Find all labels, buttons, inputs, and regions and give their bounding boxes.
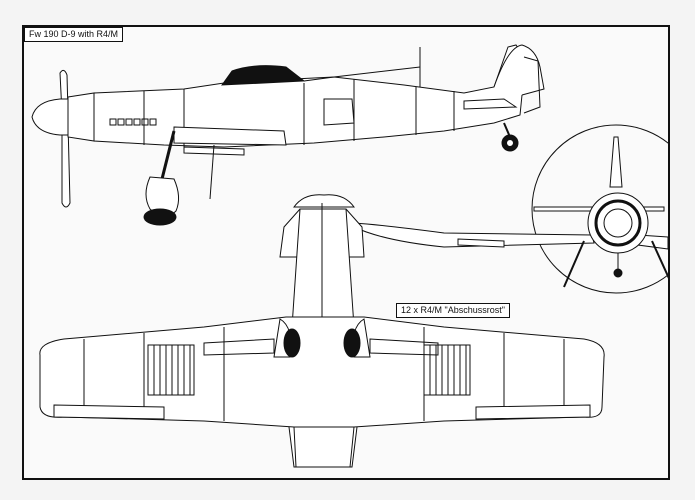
fuselage-side [93, 44, 525, 148]
front-view-circle [531, 124, 668, 294]
wheel-left [283, 328, 301, 358]
drawing-sheet: Fw 190 D-9 with R4/M 12 x R4/M "Abschuss… [22, 25, 670, 480]
wheel-right [343, 328, 361, 358]
propeller-blade-bottom [61, 122, 71, 208]
radio-hatch [323, 98, 355, 126]
front-fin [609, 136, 623, 188]
rocket-callout-label: 12 x R4/M "Abschussrost" [396, 303, 510, 318]
plan-tail-tip [293, 194, 355, 208]
aileron-right [475, 404, 591, 420]
front-intake [594, 199, 642, 247]
front-spinner [603, 208, 633, 238]
aileron-left [53, 404, 165, 420]
fairing-left [203, 338, 275, 356]
rocket-rack-right [423, 344, 471, 396]
wing-root [173, 126, 287, 146]
canopy-rail [303, 66, 421, 82]
plan-view [39, 194, 605, 468]
canopy [220, 65, 306, 86]
plan-cowling [293, 426, 355, 468]
cowling-ring [67, 92, 95, 142]
vertical-tail [493, 44, 545, 96]
drawing-title: Fw 190 D-9 with R4/M [24, 27, 124, 42]
fairing-right [369, 338, 439, 356]
tailplane-side [463, 98, 518, 110]
front-rocket-rack [457, 238, 505, 248]
main-wheel [143, 208, 177, 226]
front-view [353, 124, 668, 294]
spinner [31, 98, 69, 136]
panel-lines [143, 79, 455, 147]
rocket-rack-left [147, 344, 195, 396]
front-wing-left [353, 222, 595, 248]
rudder [523, 56, 541, 114]
aircraft-drawing [31, 44, 668, 468]
front-gear-legs [563, 240, 668, 288]
aerial-wire [209, 144, 215, 200]
exhaust-stacks [109, 118, 157, 126]
side-view [31, 44, 545, 226]
